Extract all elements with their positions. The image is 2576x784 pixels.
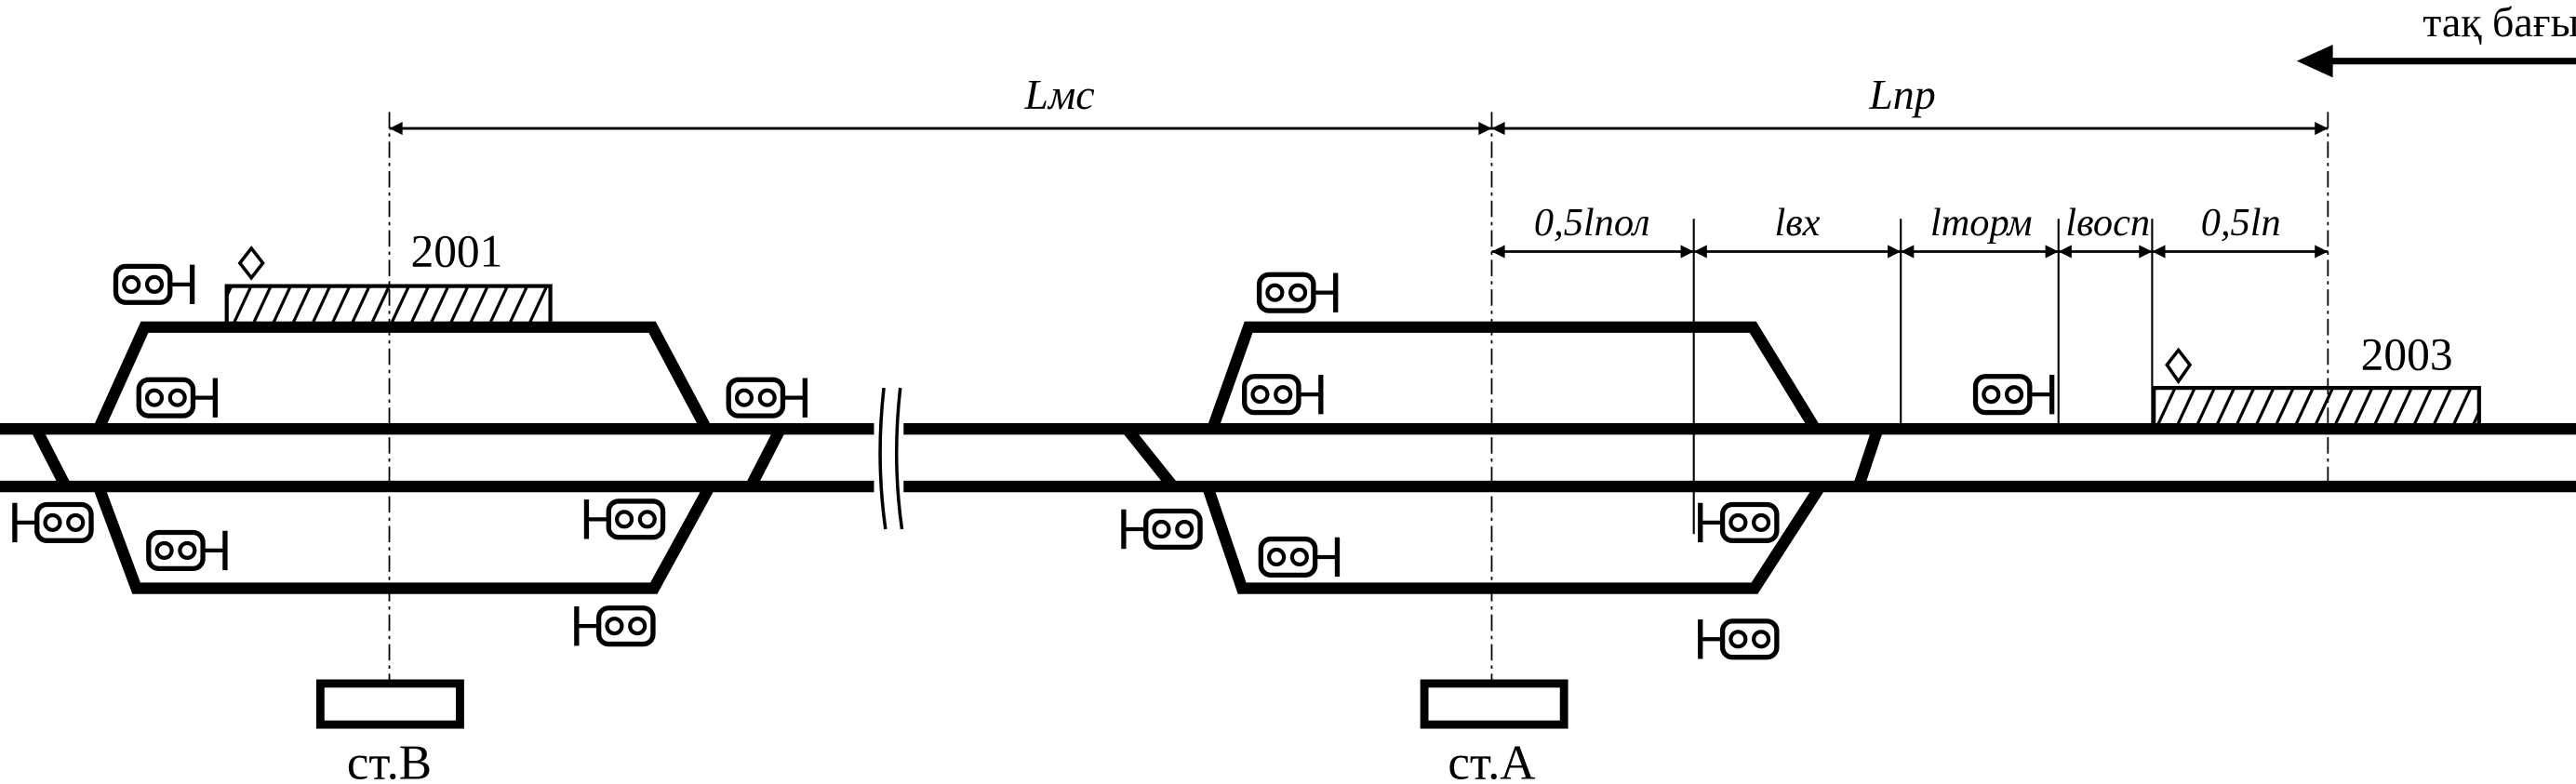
- signal-icon: [139, 378, 215, 417]
- break-mark-icon: [878, 387, 904, 530]
- diamond-icon: [2165, 347, 2193, 385]
- crossover: [1854, 427, 1884, 485]
- label-half-l-pol: 0,5lпол: [1534, 201, 1650, 245]
- label-l-pr: Lпр: [1868, 71, 1935, 118]
- train-block-2003: [2152, 385, 2481, 432]
- station-a-siding-upper: [1207, 321, 1821, 432]
- signal-icon: [1245, 375, 1321, 414]
- crossover: [31, 426, 72, 489]
- signal-icon: [728, 378, 805, 417]
- signal-icon: [1124, 510, 1200, 549]
- station-a-label: ст.А: [1448, 736, 1535, 784]
- label-l-torm: lторм: [1930, 201, 2033, 245]
- signal-icon: [1976, 375, 2052, 414]
- label-l-ms: Lмс: [1023, 71, 1094, 118]
- direction-arrowhead-icon: [2296, 45, 2333, 78]
- label-half-l-p: 0,5lп: [2201, 201, 2281, 245]
- signal-icon: [1701, 619, 1777, 658]
- signal-icon: [586, 499, 662, 538]
- station-a-siding-lower: [1202, 483, 1825, 594]
- signal-icon: [149, 531, 225, 570]
- station-a-building: [1420, 679, 1568, 729]
- station-b-label: ст.В: [347, 736, 432, 784]
- signal-icon: [15, 503, 91, 542]
- label-l-vosp: lвосп: [2065, 201, 2150, 245]
- signal-icon: [1701, 503, 1777, 542]
- signal-icon: [577, 606, 653, 645]
- label-l-vkh: lвх: [1774, 201, 1820, 245]
- station-b-siding-lower: [93, 484, 715, 594]
- signal-icon: [1261, 538, 1337, 577]
- train-block-2001: [224, 284, 553, 329]
- signal-icon: [1260, 272, 1336, 312]
- signal-icon: [115, 265, 192, 304]
- block-label-2003: 2003: [2361, 329, 2453, 380]
- direction-label: тақ бағыт: [2423, 0, 2576, 46]
- diamond-icon: [237, 246, 265, 281]
- block-label-2001: 2001: [410, 225, 502, 276]
- crossover: [747, 426, 786, 486]
- crossover: [1122, 425, 1178, 490]
- station-b-building: [315, 679, 464, 729]
